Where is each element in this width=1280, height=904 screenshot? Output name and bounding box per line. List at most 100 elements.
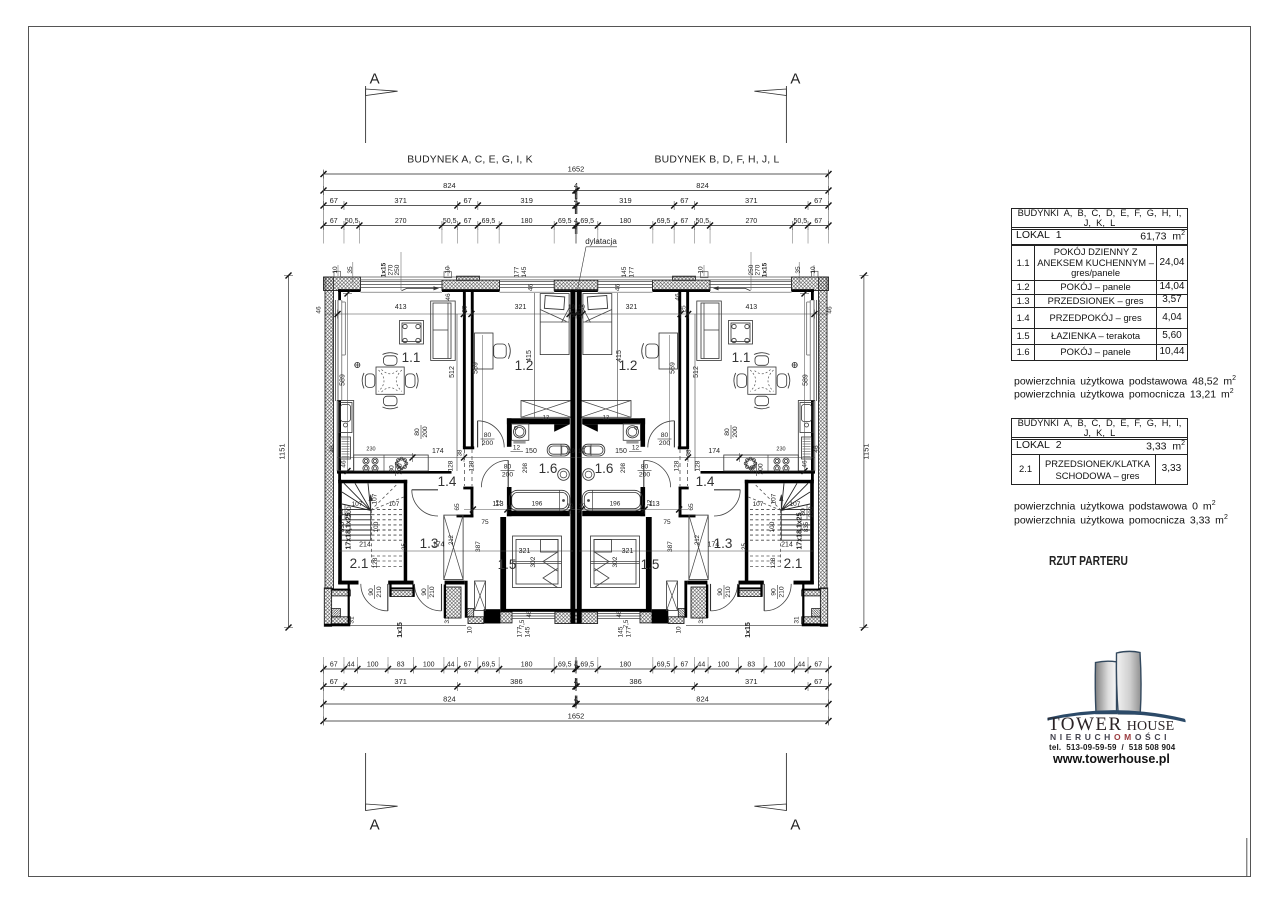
svg-text:67: 67	[680, 662, 688, 669]
svg-text:210: 210	[376, 586, 383, 598]
svg-text:4: 4	[574, 695, 578, 704]
svg-text:1151: 1151	[278, 443, 287, 459]
svg-text:35: 35	[795, 266, 802, 274]
svg-text:177: 177	[514, 266, 521, 277]
svg-text:38: 38	[687, 449, 693, 456]
svg-text:80: 80	[661, 432, 669, 439]
svg-text:10: 10	[332, 266, 339, 274]
svg-text:177: 177	[629, 266, 636, 277]
svg-text:67: 67	[464, 662, 472, 669]
svg-text:67: 67	[814, 677, 822, 686]
svg-text:67: 67	[680, 218, 688, 225]
svg-text:31: 31	[444, 616, 451, 624]
svg-text:67: 67	[330, 196, 338, 205]
svg-text:46: 46	[445, 293, 452, 301]
svg-text:230: 230	[366, 447, 375, 453]
svg-text:128: 128	[770, 557, 777, 568]
svg-text:10: 10	[676, 626, 683, 634]
svg-text:46: 46	[526, 610, 533, 618]
svg-text:67: 67	[680, 196, 688, 205]
svg-text:1.5: 1.5	[641, 557, 660, 572]
svg-text:69,5: 69,5	[657, 662, 671, 669]
svg-text:67: 67	[814, 662, 822, 669]
svg-text:100: 100	[367, 662, 379, 669]
svg-text:145: 145	[621, 266, 628, 277]
svg-text:1.5: 1.5	[498, 557, 517, 572]
svg-text:46: 46	[316, 306, 323, 314]
svg-text:835: 835	[804, 521, 810, 532]
svg-text:17x18,1x25: 17x18,1x25	[796, 512, 803, 549]
svg-text:174: 174	[432, 448, 444, 455]
svg-text:415: 415	[526, 350, 533, 362]
svg-text:75: 75	[481, 519, 489, 526]
svg-text:298: 298	[621, 462, 627, 473]
svg-text:A: A	[790, 817, 800, 834]
svg-text:214: 214	[781, 542, 793, 549]
svg-text:250: 250	[394, 264, 401, 275]
svg-text:46: 46	[813, 445, 820, 453]
svg-text:44: 44	[447, 662, 455, 669]
svg-text:302: 302	[530, 556, 537, 567]
svg-text:200: 200	[808, 506, 815, 518]
svg-text:46: 46	[615, 284, 622, 292]
svg-text:145: 145	[521, 266, 528, 277]
svg-text:321: 321	[622, 548, 634, 555]
svg-text:1.6: 1.6	[539, 461, 558, 476]
svg-text:10: 10	[467, 626, 474, 634]
svg-text:107: 107	[753, 501, 764, 508]
svg-text:A: A	[370, 71, 380, 88]
svg-text:31: 31	[349, 616, 356, 624]
svg-text:1.1: 1.1	[402, 350, 421, 365]
svg-text:80: 80	[724, 428, 731, 436]
svg-text:100: 100	[769, 521, 776, 532]
svg-text:512: 512	[693, 366, 700, 378]
svg-text:107: 107	[352, 501, 363, 508]
svg-text:371: 371	[394, 196, 407, 205]
svg-text:386: 386	[510, 677, 523, 686]
svg-text:145: 145	[525, 626, 532, 637]
svg-text:824: 824	[443, 695, 456, 704]
svg-text:824: 824	[443, 181, 456, 190]
svg-text:1.1: 1.1	[732, 350, 751, 365]
svg-text:212: 212	[449, 534, 455, 545]
svg-text:200: 200	[758, 463, 765, 475]
svg-text:196: 196	[610, 501, 621, 508]
svg-text:1652: 1652	[568, 712, 585, 721]
svg-text:1151: 1151	[862, 443, 871, 459]
svg-text:67: 67	[330, 677, 338, 686]
svg-text:321: 321	[515, 304, 527, 311]
svg-text:371: 371	[745, 677, 758, 686]
svg-text:2.1: 2.1	[784, 556, 803, 571]
svg-text:569: 569	[473, 362, 480, 374]
svg-text:413: 413	[395, 304, 407, 311]
svg-text:19: 19	[578, 449, 585, 455]
svg-text:12: 12	[648, 499, 654, 506]
svg-text:67: 67	[464, 218, 472, 225]
svg-text:107: 107	[389, 501, 400, 508]
svg-text:321: 321	[519, 548, 531, 555]
svg-text:10: 10	[698, 266, 705, 274]
svg-text:371: 371	[394, 677, 407, 686]
svg-text:80: 80	[484, 432, 492, 439]
svg-text:12: 12	[497, 499, 503, 506]
svg-text:BUDYNEK B, D, F, H, J, L: BUDYNEK B, D, F, H, J, L	[655, 155, 780, 166]
svg-text:1x15: 1x15	[762, 262, 769, 277]
svg-text:25: 25	[402, 543, 408, 550]
svg-text:230: 230	[776, 447, 785, 453]
svg-text:69,5: 69,5	[482, 218, 496, 225]
svg-text:210: 210	[725, 586, 732, 598]
svg-text:200: 200	[422, 426, 429, 438]
svg-text:1.4: 1.4	[696, 474, 715, 489]
svg-text:90: 90	[368, 588, 375, 596]
svg-text:10: 10	[810, 266, 817, 274]
svg-text:BUDYNEK A, C, E, G, I, K: BUDYNEK A, C, E, G, I, K	[407, 155, 532, 166]
svg-text:38: 38	[458, 449, 464, 456]
svg-text:113: 113	[649, 501, 660, 508]
svg-text:107: 107	[771, 493, 778, 504]
svg-text:512: 512	[449, 366, 456, 378]
svg-text:200: 200	[397, 463, 404, 475]
svg-text:80: 80	[641, 464, 649, 471]
svg-text:90: 90	[771, 588, 778, 596]
svg-text:128: 128	[674, 460, 681, 471]
svg-text:128: 128	[448, 460, 455, 471]
